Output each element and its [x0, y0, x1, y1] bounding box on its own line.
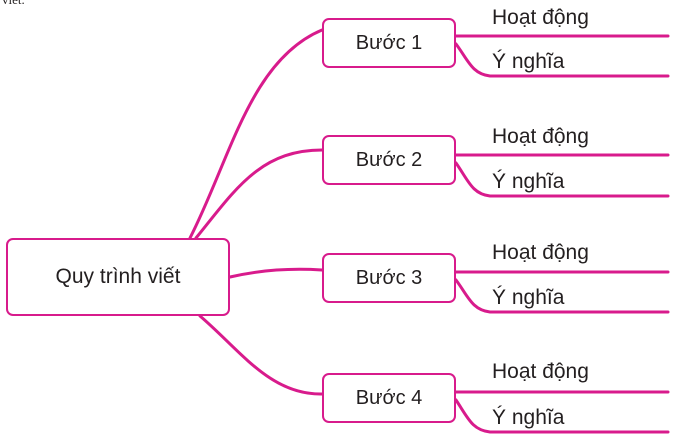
connector-step-4-meaning [454, 398, 670, 434]
connector-root-step-3 [228, 267, 324, 279]
root-node: Quy trình viết [6, 238, 230, 316]
step-label: Bước 3 [355, 266, 423, 289]
step-node-4: Bước 4 [322, 373, 456, 423]
connector-step-2-meaning [454, 161, 670, 198]
connector-step-3-meaning [454, 278, 670, 314]
step-node-3: Bước 3 [322, 253, 456, 303]
step-node-2: Bước 2 [322, 135, 456, 185]
connector-root-step-2 [194, 148, 324, 240]
step-3-meaning-label: Ý nghĩa [492, 286, 565, 309]
step-2-meaning-label: Ý nghĩa [492, 170, 565, 193]
step-node-1: Bước 1 [322, 18, 456, 68]
step-label: Bước 4 [355, 386, 423, 409]
step-3-activity-label: Hoạt động [492, 241, 589, 264]
step-4-activity-label: Hoạt động [492, 360, 589, 383]
connector-root-step-1 [188, 28, 324, 240]
cropped-text-fragment: viết. [2, 0, 25, 8]
step-1-activity-label: Hoạt động [492, 6, 589, 29]
root-label: Quy trình viết [55, 265, 181, 288]
connector-step-1-meaning [454, 42, 670, 78]
step-label: Bước 2 [355, 148, 423, 171]
step-4-meaning-label: Ý nghĩa [492, 406, 565, 429]
step-label: Bước 1 [355, 31, 423, 54]
step-2-activity-label: Hoạt động [492, 125, 589, 148]
connector-root-step-4 [198, 314, 324, 396]
step-1-meaning-label: Ý nghĩa [492, 50, 565, 73]
